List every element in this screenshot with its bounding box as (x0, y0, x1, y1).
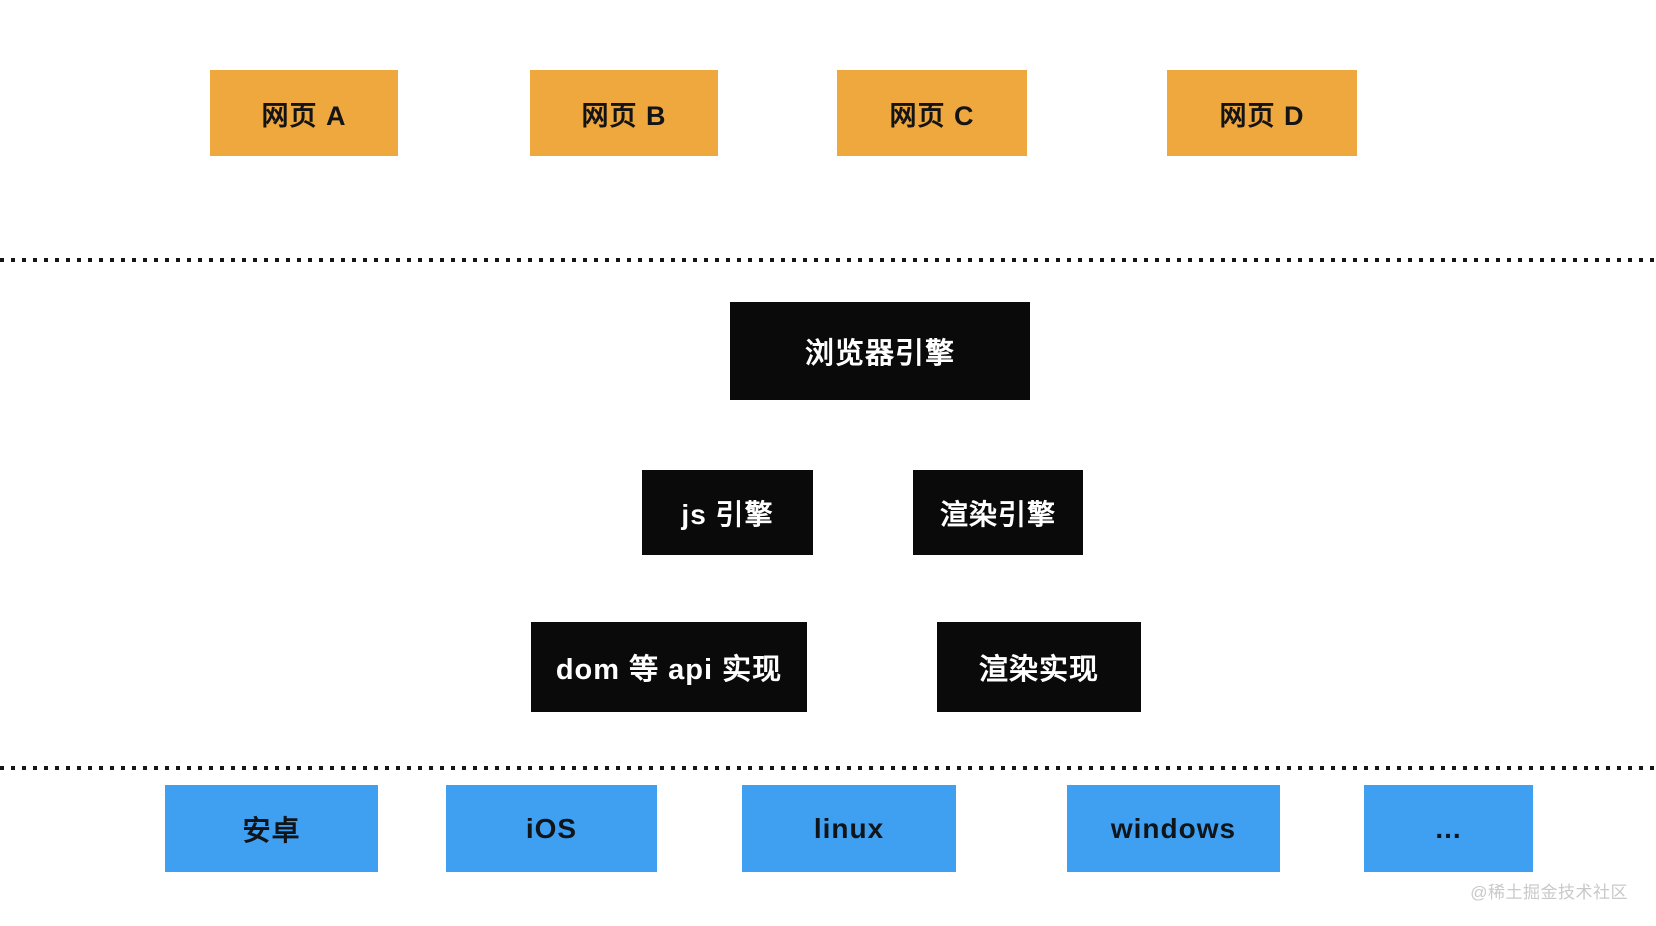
os-box-windows: windows (1067, 785, 1280, 872)
dom-api-implementation-label: dom 等 api 实现 (555, 654, 783, 686)
top-dotted-divider (0, 258, 1656, 262)
webpage-b-label: 网页 B (581, 100, 667, 131)
browser-engine-box: 浏览器引擎 (730, 302, 1030, 400)
js-engine-box: js 引擎 (642, 470, 813, 555)
webpage-b-box: 网页 B (530, 70, 718, 156)
browser-engine-label: 浏览器引擎 (804, 338, 955, 370)
os-box-more: ... (1364, 785, 1533, 872)
os-ios-label: iOS (525, 812, 578, 844)
watermark: @稀土掘金技术社区 (1470, 883, 1628, 902)
os-box-android: 安卓 (165, 785, 378, 872)
os-more-label: ... (1435, 812, 1462, 844)
webpage-c-label: 网页 C (889, 100, 975, 131)
os-windows-label: windows (1110, 812, 1237, 844)
dom-api-implementation-box: dom 等 api 实现 (531, 622, 807, 712)
os-box-linux: linux (742, 785, 956, 872)
webpage-a-box: 网页 A (210, 70, 398, 156)
os-linux-label: linux (813, 812, 885, 844)
os-android-label: 安卓 (242, 814, 301, 846)
webpage-a-label: 网页 A (261, 100, 347, 131)
webpage-c-box: 网页 C (837, 70, 1027, 156)
bottom-dotted-divider (0, 766, 1656, 770)
os-box-ios: iOS (446, 785, 657, 872)
webpage-d-label: 网页 D (1219, 100, 1305, 131)
render-engine-label: 渲染引擎 (939, 498, 1056, 530)
render-implementation-box: 渲染实现 (937, 622, 1141, 712)
webpage-d-box: 网页 D (1167, 70, 1357, 156)
js-engine-label: js 引擎 (681, 498, 774, 530)
render-implementation-label: 渲染实现 (978, 654, 1099, 686)
render-engine-box: 渲染引擎 (913, 470, 1083, 555)
